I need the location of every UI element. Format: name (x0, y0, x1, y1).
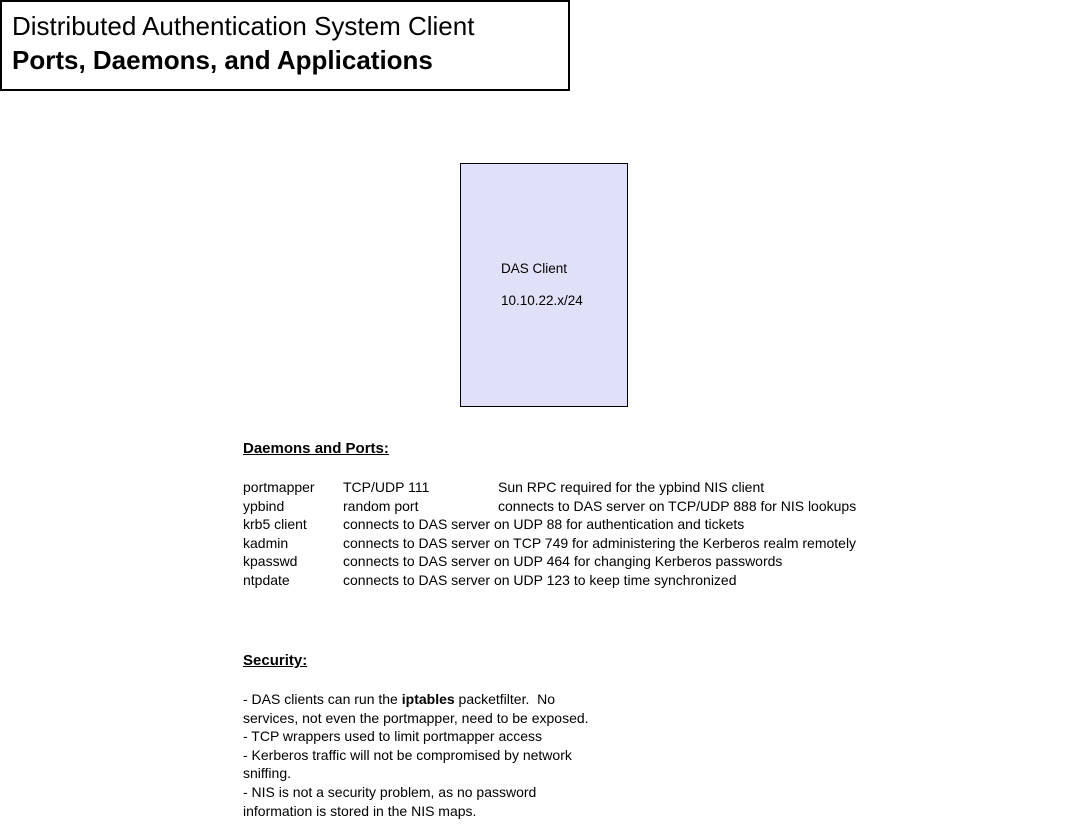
title-box: Distributed Authentication System Client… (0, 0, 570, 91)
daemon-name: ntpdate (243, 571, 290, 588)
das-client-subnet: 10.10.22.x/24 (501, 293, 583, 308)
security-line: - DAS clients can run the iptables packe… (243, 690, 589, 709)
daemon-port: random port (343, 497, 419, 514)
daemon-port: TCP/UDP 111 (343, 479, 430, 495)
security-notes: - DAS clients can run the iptables packe… (243, 690, 589, 820)
diagram-subtitle: Ports, Daemons, and Applications (12, 45, 433, 75)
daemon-row-kadmin: kadmin connects to DAS server on TCP 749… (243, 535, 963, 554)
daemon-row-ypbind: ypbind random port connects to DAS serve… (243, 498, 963, 517)
daemon-name: kpasswd (243, 553, 298, 570)
daemon-row-ntpdate: ntpdate connects to DAS server on UDP 12… (243, 572, 963, 591)
security-line: - Kerberos traffic will not be compromis… (243, 746, 572, 763)
das-client-label: DAS Client (501, 261, 568, 276)
daemon-row-portmapper: portmapper TCP/UDP 111 Sun RPC required … (243, 479, 963, 498)
daemons-heading: Daemons and Ports: (243, 440, 389, 457)
daemon-name: kadmin (243, 534, 289, 551)
security-line: services, not even the portmapper, need … (243, 709, 589, 726)
daemons-section: Daemons and Ports: portmapper TCP/UDP 11… (243, 440, 963, 591)
security-line-bold-text: iptables (401, 691, 455, 707)
security-line-text: packetfilter. No (454, 691, 556, 707)
daemon-port: connects to DAS server on UDP 464 for ch… (343, 553, 783, 570)
security-heading: Security: (243, 652, 308, 669)
daemon-port: connects to DAS server on UDP 88 for aut… (343, 516, 745, 533)
daemon-port: connects to DAS server on TCP 749 for ad… (343, 534, 857, 551)
security-line-text: - DAS clients can run the (243, 691, 402, 707)
diagram-title: Distributed Authentication System Client (12, 11, 475, 41)
daemon-description: connects to DAS server on TCP/UDP 888 fo… (498, 497, 857, 514)
daemon-name: krb5 client (243, 516, 307, 533)
daemon-description: Sun RPC required for the ypbind NIS clie… (498, 479, 765, 495)
security-line: - NIS is not a security problem, as no p… (243, 783, 537, 800)
daemon-row-krb5-client: krb5 client connects to DAS server on UD… (243, 516, 963, 535)
security-line: - TCP wrappers used to limit portmapper … (243, 728, 543, 745)
daemon-port: connects to DAS server on UDP 123 to kee… (343, 571, 737, 588)
daemon-name: ypbind (243, 497, 285, 514)
security-section: Security: - DAS clients can run the ipta… (243, 652, 589, 820)
das-client-node: DAS Client 10.10.22.x/24 (460, 163, 628, 407)
security-line: sniffing. (243, 765, 291, 782)
daemon-name: portmapper (243, 479, 315, 495)
security-line: information is stored in the NIS maps. (243, 802, 477, 819)
daemons-table: portmapper TCP/UDP 111 Sun RPC required … (243, 479, 963, 591)
daemon-row-kpasswd: kpasswd connects to DAS server on UDP 46… (243, 553, 963, 572)
